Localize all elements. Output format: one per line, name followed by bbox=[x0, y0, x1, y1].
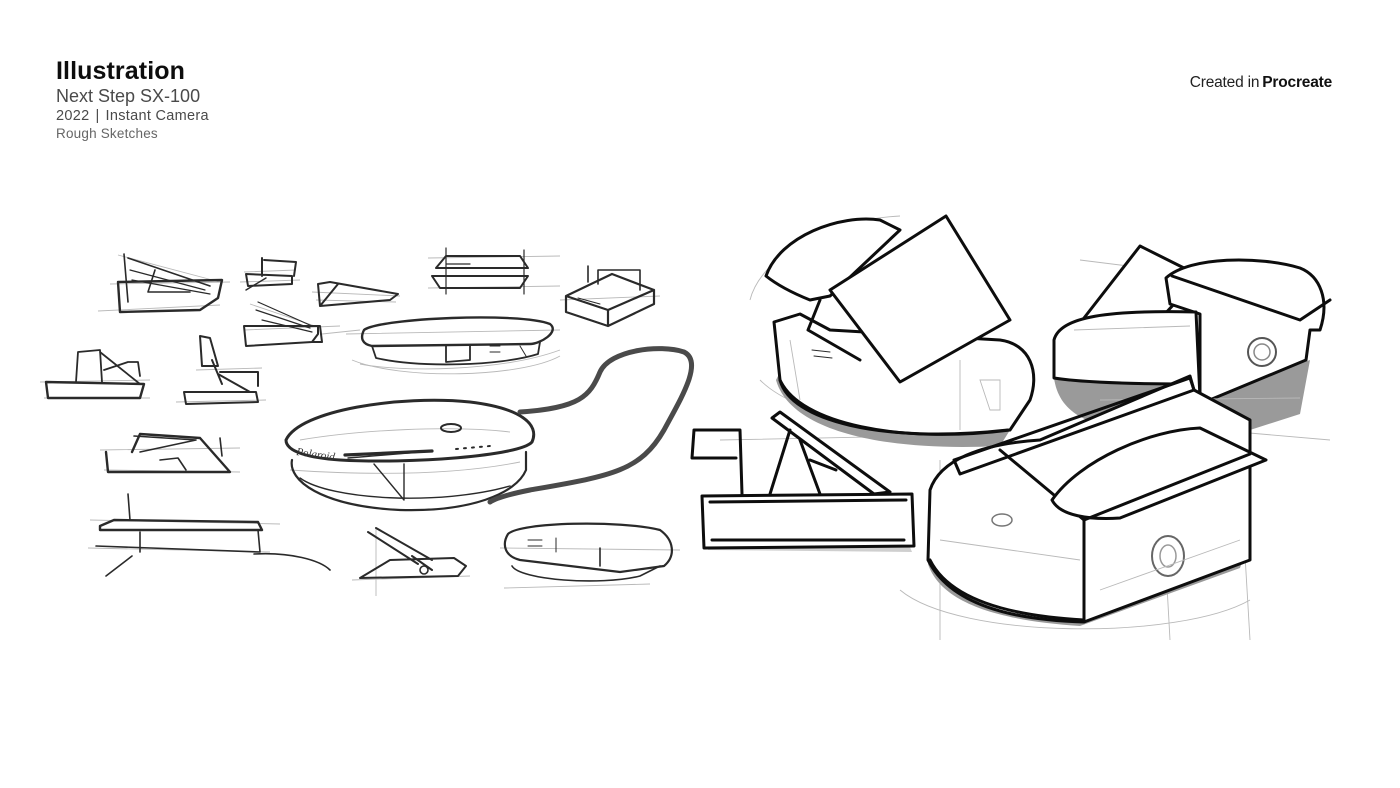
credit-prefix: Created in bbox=[1189, 74, 1260, 91]
project-meta: 2022 | Instant Camera bbox=[56, 107, 209, 125]
sketch-brand-label: Polaroid bbox=[295, 446, 336, 463]
thumbnail-sketch-main: Polaroid bbox=[284, 346, 695, 512]
header-block: Illustration Next Step SX-100 2022 | Insta… bbox=[56, 56, 209, 142]
project-note: Rough Sketches bbox=[56, 126, 158, 141]
thumbnail-sketch-11 bbox=[345, 316, 561, 375]
meta-separator: | bbox=[95, 108, 100, 124]
thumbnail-sketch-2 bbox=[239, 257, 301, 291]
refined-renderings bbox=[690, 214, 1332, 641]
camera-render-d bbox=[926, 374, 1268, 626]
thumbnail-sketch-13 bbox=[351, 527, 471, 596]
page-title: Illustration bbox=[56, 57, 185, 85]
thumbnail-sketch-8 bbox=[87, 493, 331, 577]
camera-render-a bbox=[764, 214, 1036, 447]
thumbnail-sketch-6 bbox=[175, 335, 267, 405]
project-name: Next Step SX-100 bbox=[56, 86, 201, 106]
project-year: 2022 bbox=[56, 108, 90, 124]
thumbnail-sketches: Polaroid bbox=[39, 247, 695, 596]
thumbnail-sketch-5 bbox=[39, 349, 151, 400]
credit-app: Procreate bbox=[1262, 74, 1332, 91]
camera-render-c bbox=[690, 410, 916, 552]
thumbnail-sketch-4 bbox=[243, 301, 361, 347]
thumbnail-sketch-14 bbox=[499, 522, 681, 589]
project-category: Instant Camera bbox=[105, 108, 209, 124]
thumbnail-sketch-3 bbox=[311, 281, 401, 307]
thumbnail-sketch-1 bbox=[97, 253, 231, 314]
thumbnail-sketch-10 bbox=[559, 265, 661, 328]
thumbnail-sketch-7 bbox=[99, 432, 241, 474]
thumbnail-sketch-9 bbox=[427, 247, 561, 295]
